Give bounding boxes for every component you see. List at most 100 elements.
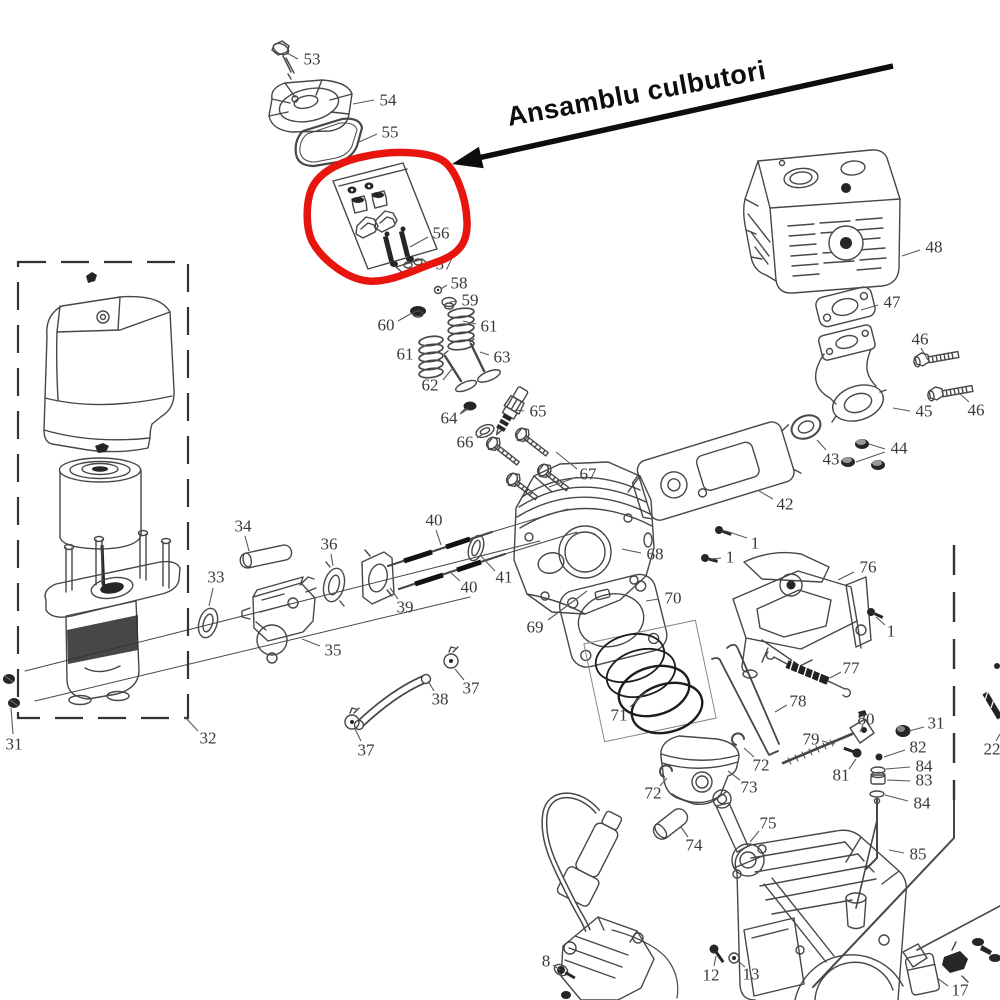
connecting-rod-75 (712, 789, 767, 879)
part-label-38: 38 (432, 690, 449, 709)
insulator-gasket-41 (467, 534, 485, 562)
part-label-64: 64 (441, 409, 459, 428)
bolt-53 (271, 40, 295, 80)
label-leader-line (476, 433, 484, 439)
ball-58 (433, 285, 443, 295)
label-leader-line (442, 368, 453, 381)
part-label-81: 81 (833, 766, 850, 785)
bolt-81 (843, 746, 862, 758)
part-label-12: 12 (703, 966, 720, 985)
part-label-35: 35 (325, 641, 342, 660)
part-label-61: 61 (397, 345, 414, 364)
part-label-76: 76 (860, 558, 877, 577)
hose-clamp-37b (344, 707, 360, 730)
label-leader-line (449, 300, 458, 303)
spark-plug-65 (495, 386, 529, 436)
label-leader-line (352, 99, 375, 105)
heat-shield-42 (631, 421, 802, 521)
bolts-1 (701, 526, 884, 619)
label-leader-line (829, 671, 842, 679)
part-label-68: 68 (647, 545, 664, 564)
label-leader-line (555, 451, 578, 470)
part-label-62: 62 (422, 376, 439, 395)
label-leader-line (659, 777, 668, 787)
label-leader-line (462, 320, 477, 325)
part-label-8: 8 (542, 952, 551, 971)
spring-22-partial (982, 663, 1000, 720)
air-filter-cover (43, 295, 175, 453)
label-leader-line (892, 407, 911, 412)
bolt-8 (553, 963, 576, 980)
valve-62 (443, 350, 478, 393)
part-label-84: 84 (914, 794, 932, 813)
part-label-48: 48 (926, 238, 943, 257)
label-leader-line (397, 312, 413, 322)
label-leader-line (435, 529, 442, 546)
part-label-85: 85 (910, 845, 927, 864)
carb-gasket-36 (322, 561, 346, 607)
label-leader-line (743, 747, 755, 758)
piston-rings-71 (583, 619, 717, 743)
label-leader-line (758, 490, 774, 500)
label-leader-line (448, 570, 461, 582)
label-leader-line (552, 964, 561, 971)
label-leader-line (920, 347, 929, 361)
label-leader-line (884, 794, 909, 802)
part-label-72: 72 (645, 784, 662, 803)
fuel-hose-38 (353, 673, 432, 731)
nuts-31-left (3, 674, 20, 708)
label-leader-line (837, 571, 855, 581)
label-leader-line (936, 977, 949, 987)
retainer-59 (441, 296, 457, 310)
label-leader-line (417, 343, 429, 351)
label-leader-line (774, 704, 788, 713)
label-leader-line (725, 530, 748, 539)
label-leader-line (713, 955, 717, 967)
bolt-12 (709, 944, 725, 963)
part-label-65: 65 (530, 402, 547, 421)
part-label-79: 79 (803, 730, 820, 749)
wing-nut-top (86, 272, 97, 283)
label-leader-line (427, 680, 435, 692)
carburetor-35 (241, 576, 317, 664)
part-label-77: 77 (843, 659, 861, 678)
part-label-32: 32 (200, 729, 217, 748)
label-leader-line (680, 826, 689, 838)
part-label-82: 82 (910, 738, 927, 757)
part-label-54: 54 (380, 91, 398, 110)
part-label-56: 56 (433, 224, 450, 243)
wing-nut-mid (95, 443, 109, 453)
label-leader-line (244, 535, 250, 552)
nut-13 (728, 952, 740, 964)
label-leader-line (995, 733, 1000, 742)
part-label-31: 31 (928, 714, 945, 733)
part-label-36: 36 (321, 535, 338, 554)
label-leader-line (868, 443, 886, 450)
label-leader-line (908, 726, 925, 732)
gasket-33 (197, 607, 219, 639)
label-leader-line (855, 451, 886, 463)
boundary-bend-line (812, 799, 955, 988)
part-label-61: 61 (481, 317, 498, 336)
part-label-44: 44 (891, 439, 909, 458)
nuts-44 (841, 439, 885, 470)
label-leader-line (330, 553, 334, 567)
bracket-76 (732, 551, 872, 679)
part-label-70: 70 (665, 589, 682, 608)
breather-tube-34 (239, 544, 293, 569)
part-label-74: 74 (686, 836, 704, 855)
label-leader-line (301, 638, 321, 647)
label-leader-line (454, 668, 465, 681)
part-label-84: 84 (916, 757, 934, 776)
air-filter-dashed-box (16, 260, 190, 720)
retainer-60 (410, 306, 426, 318)
piston-pin-clips-72 (659, 732, 745, 778)
ignition-coil (560, 916, 679, 1000)
exhaust-gasket-47 (815, 286, 876, 328)
part-label-53: 53 (304, 50, 321, 69)
oil-sensor-17 (902, 938, 1000, 996)
part-label-1: 1 (726, 548, 735, 567)
label-leader-line (737, 960, 746, 968)
part-label-58: 58 (451, 274, 468, 293)
exhaust-pipe-45 (815, 324, 887, 423)
